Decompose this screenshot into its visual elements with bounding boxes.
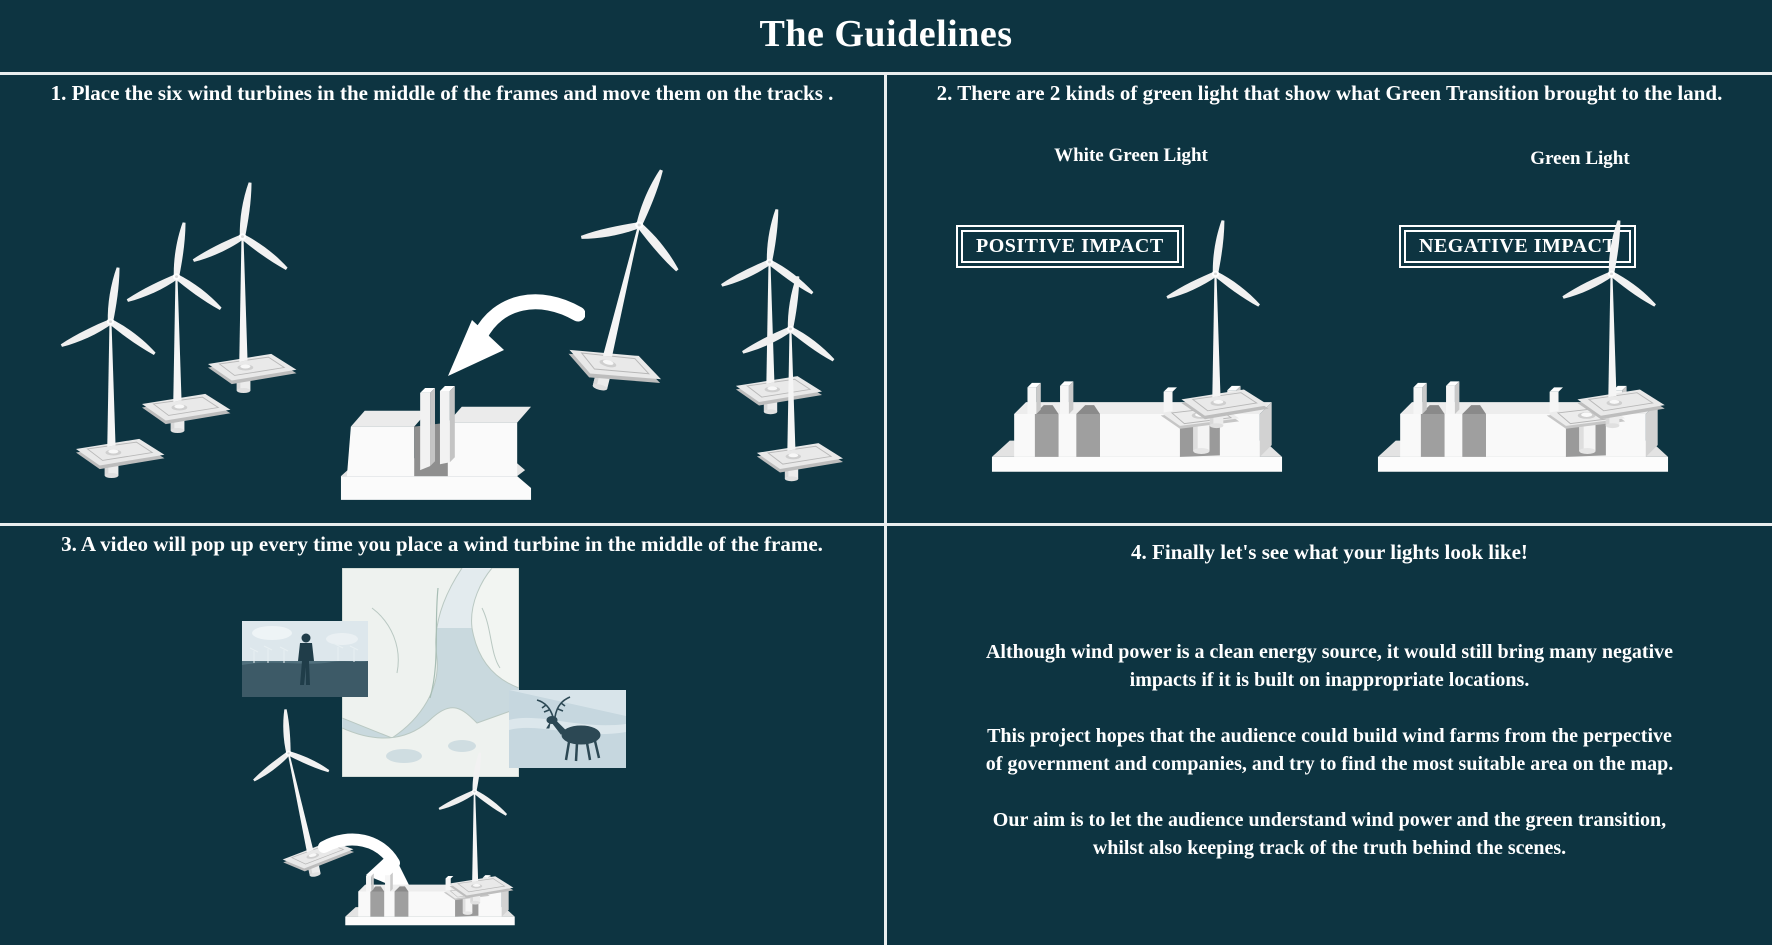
curved-arrow-icon [448,294,585,376]
wind-turbine-icon [1537,217,1686,430]
turbine-track-icon [337,365,535,504]
summary-paragraph: Our aim is to let the audience understan… [992,808,1667,859]
summary-paragraph: This project hopes that the audience cou… [985,724,1674,776]
summary-paragraphs: Although wind power is a clean energy so… [979,638,1680,889]
quadrant-1-place-turbines: 1. Place the six wind turbines in the mi… [0,75,884,523]
quadrant-2-green-lights: 2. There are 2 kinds of green light that… [887,75,1772,523]
wind-turbine-icon [1141,217,1290,430]
negative-impact-badge: NEGATIVE IMPACT [1399,225,1637,268]
quadrant-4-heading: 4. Finally let's see what your lights lo… [1131,540,1528,564]
quadrant-3-heading: 3. A video will pop up every time you pl… [61,532,823,556]
white-green-light-label: White Green Light [1054,145,1208,166]
green-light-label: Green Light [1530,148,1630,169]
positive-impact-badge: POSITIVE IMPACT [956,225,1184,268]
summary-paragraph: Although wind power is a clean energy so… [985,641,1674,692]
wind-turbine-icon [167,179,318,395]
positive-impact-badge-text: POSITIVE IMPACT [961,230,1179,263]
wind-turbine-icon [717,273,864,483]
quadrant-3-video-popup: 3. A video will pop up every time you pl… [0,526,884,945]
page-title: The Guidelines [759,13,1013,55]
reindeer-photo [509,690,626,768]
quadrant-2-heading: 2. There are 2 kinds of green light that… [936,81,1723,105]
aerial-coastline-photo [342,568,519,777]
wind-farm-worker-photo [242,621,368,697]
quadrant-4-summary: 4. Finally let's see what your lights lo… [887,526,1772,945]
vertical-divider [884,72,887,945]
quadrant-1-heading: 1. Place the six wind turbines in the mi… [50,81,834,105]
wind-turbine-icon [420,750,529,906]
negative-impact-badge-text: NEGATIVE IMPACT [1404,230,1632,263]
